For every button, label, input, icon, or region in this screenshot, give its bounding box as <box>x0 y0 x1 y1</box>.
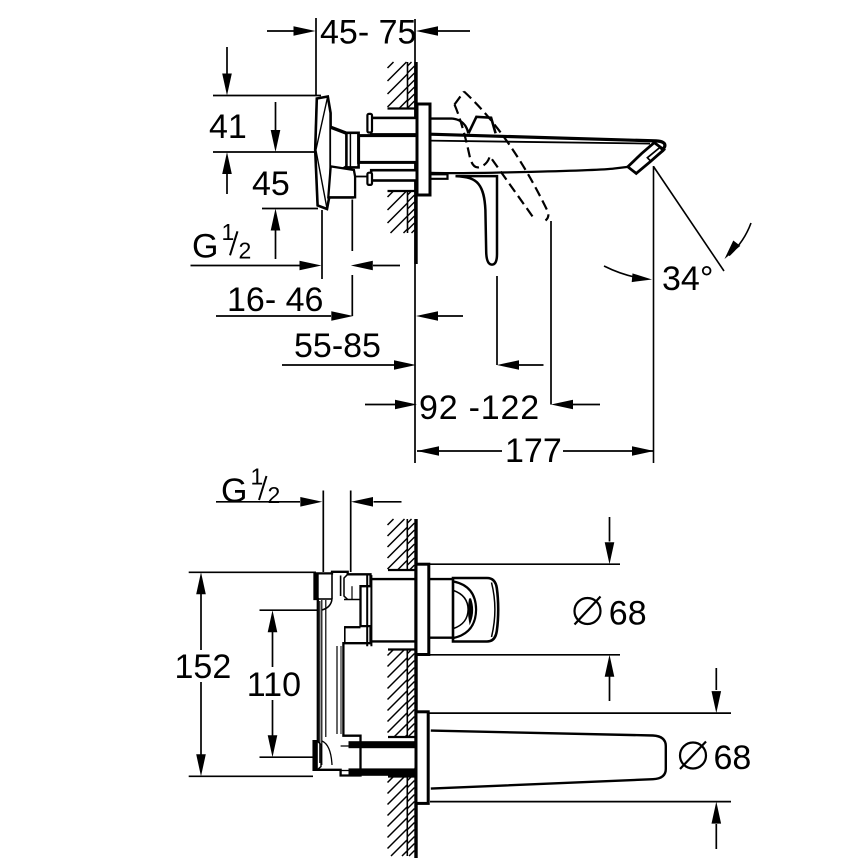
svg-text:G: G <box>192 227 218 265</box>
svg-text:45: 45 <box>252 165 290 203</box>
svg-text:68: 68 <box>714 739 752 777</box>
svg-text:1: 1 <box>222 219 235 245</box>
svg-text:G: G <box>221 472 247 510</box>
svg-text:16- 46: 16- 46 <box>227 281 323 319</box>
svg-text:152: 152 <box>175 648 232 686</box>
svg-text:2: 2 <box>268 482 281 508</box>
svg-text:2: 2 <box>239 237 252 263</box>
svg-text:110: 110 <box>247 666 301 704</box>
svg-text:92 -122: 92 -122 <box>419 389 540 427</box>
svg-text:68: 68 <box>609 595 647 633</box>
svg-text:55-85: 55-85 <box>294 327 381 365</box>
svg-text:45- 75: 45- 75 <box>320 14 416 52</box>
svg-text:177: 177 <box>505 432 562 470</box>
svg-text:34°: 34° <box>662 260 713 298</box>
svg-text:41: 41 <box>209 108 247 146</box>
svg-text:1: 1 <box>251 464 264 490</box>
